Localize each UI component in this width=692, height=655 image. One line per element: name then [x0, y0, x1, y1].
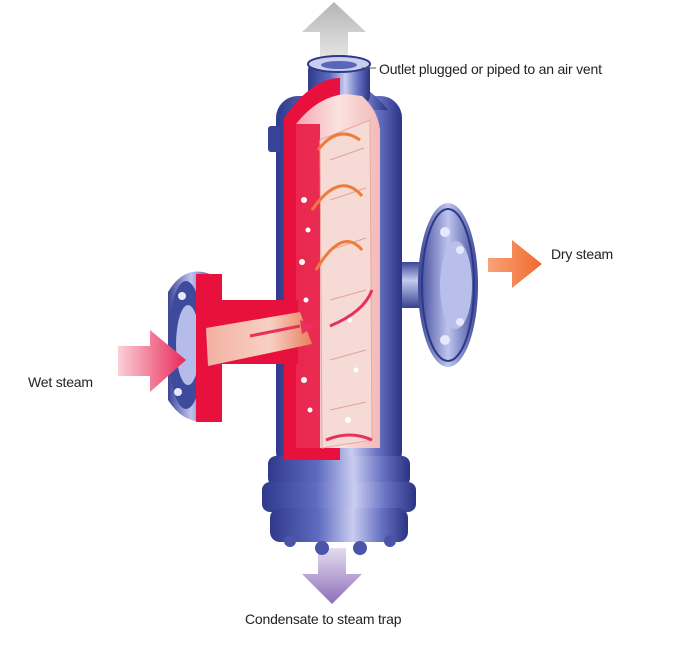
wet-steam-label: Wet steam	[28, 374, 93, 390]
outlet-arrow	[302, 2, 366, 62]
wet-steam-inlet	[168, 271, 316, 422]
cutaway-interior	[284, 78, 380, 460]
outlet-label: Outlet plugged or piped to an air vent	[379, 61, 602, 77]
wet-steam-arrow	[118, 330, 186, 392]
dry-steam-arrow	[488, 240, 542, 288]
condensate-label: Condensate to steam trap	[245, 611, 402, 627]
dry-steam-label: Dry steam	[551, 246, 613, 262]
condensate-arrow	[302, 548, 362, 604]
